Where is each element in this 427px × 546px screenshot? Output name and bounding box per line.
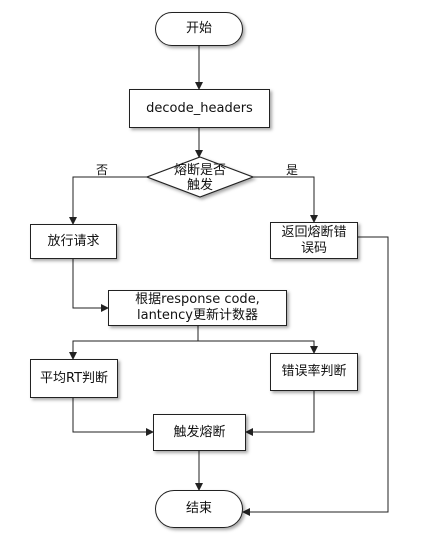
error-rate-box: 错误率判断 (270, 353, 358, 391)
release-request-box: 放行请求 (30, 224, 117, 259)
edge-update-to-errorrate (198, 340, 318, 354)
start-node: 开始 (155, 12, 243, 46)
no-label: 否 (96, 163, 109, 177)
edge-decision-no (69, 176, 147, 225)
return-error-box: 返回熔断错 误码 (270, 222, 358, 259)
release-request-label: 放行请求 (47, 233, 100, 249)
decision-label: 熔断是否 触发 (173, 163, 226, 193)
end-node: 结束 (155, 490, 243, 528)
edge-release-to-update (72, 259, 109, 312)
error-rate-label: 错误率判断 (281, 364, 347, 379)
avg-rt-label: 平均RT判断 (39, 370, 109, 386)
edge-returnerror-to-end (242, 236, 389, 516)
edge-update-to-avgrt (69, 326, 199, 360)
trigger-breaker-label: 触发熔断 (173, 424, 226, 440)
end-label: 结束 (185, 501, 212, 516)
update-counter-box: 根据response code, lantency更新计数器 (108, 290, 287, 326)
decode-headers-label: decode_headers (146, 100, 253, 116)
edge-errorrate-to-trigger (245, 391, 315, 436)
start-label: 开始 (185, 21, 212, 36)
yes-label: 是 (286, 163, 299, 177)
trigger-breaker-box: 触发熔断 (153, 414, 246, 451)
edge-decision-yes (253, 176, 318, 223)
edge-avgrt-to-trigger (72, 398, 154, 436)
update-counter-label: 根据response code, lantency更新计数器 (135, 292, 260, 323)
decode-headers-box: decode_headers (129, 89, 270, 128)
avg-rt-box: 平均RT判断 (30, 359, 118, 398)
return-error-label: 返回熔断错 误码 (281, 224, 347, 256)
decision-diamond (145, 156, 255, 198)
